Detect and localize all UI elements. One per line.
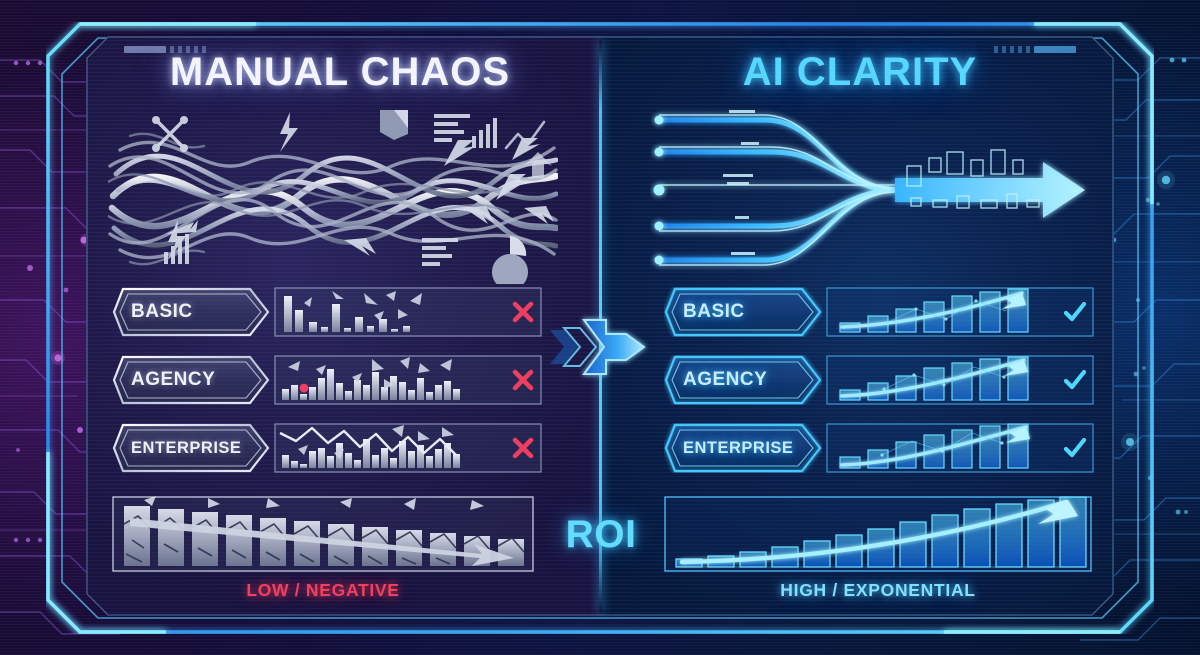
- chart-right-agency: [826, 355, 1094, 405]
- hud-tick: [1026, 46, 1030, 53]
- chart-left-agency: [274, 355, 542, 405]
- tier-label: AGENCY: [131, 369, 216, 390]
- tier-badge-right-enterprise[interactable]: ENTERPRISE: [664, 423, 822, 473]
- roi-caption-right: HIGH / EXPONENTIAL: [780, 580, 976, 600]
- hud-tick: [994, 46, 998, 53]
- roi-chart-left: [112, 496, 534, 572]
- tier-badge-left-agency[interactable]: AGENCY: [112, 355, 270, 405]
- chart-right-enterprise: [826, 423, 1094, 473]
- tier-label: ENTERPRISE: [683, 438, 794, 457]
- check-icon: [1062, 299, 1088, 325]
- tier-badge-right-basic[interactable]: BASIC: [664, 287, 822, 337]
- chart-left-basic: [274, 287, 542, 337]
- hud-tick: [1018, 46, 1022, 53]
- cross-icon: [510, 367, 536, 393]
- hud-tick: [202, 46, 206, 53]
- hud-tick: [194, 46, 198, 53]
- hud-frame: [46, 22, 1154, 634]
- cross-icon: [510, 299, 536, 325]
- hud-tick: [1010, 46, 1014, 53]
- hud-tick: [170, 46, 174, 53]
- tier-row-right-agency[interactable]: AGENCY: [664, 354, 1094, 406]
- roi-caption-left: LOW / NEGATIVE: [246, 580, 400, 600]
- tier-badge-right-agency[interactable]: AGENCY: [664, 355, 822, 405]
- tier-badge-left-enterprise[interactable]: ENTERPRISE: [112, 423, 270, 473]
- double-chevron-right-icon: [548, 312, 653, 382]
- tier-label: BASIC: [131, 301, 193, 322]
- tier-label: AGENCY: [683, 369, 768, 390]
- chart-right-basic: [826, 287, 1094, 337]
- tangled-wires-icon: [108, 104, 558, 284]
- tier-label: BASIC: [683, 301, 745, 322]
- hud-tick: [1002, 46, 1006, 53]
- hud-indicator-left: [124, 46, 206, 53]
- converging-streams-icon: [645, 104, 1090, 284]
- hud-bar: [124, 46, 166, 53]
- hud-tick: [186, 46, 190, 53]
- tier-row-right-enterprise[interactable]: ENTERPRISE: [664, 422, 1094, 474]
- tier-row-left-enterprise[interactable]: ENTERPRISE: [112, 422, 542, 474]
- hud-bar: [1034, 46, 1076, 53]
- chart-left-enterprise: [274, 423, 542, 473]
- check-icon: [1062, 435, 1088, 461]
- roi-label: ROI: [565, 513, 637, 556]
- hud-indicator-right: [994, 46, 1076, 53]
- tier-row-left-agency[interactable]: AGENCY: [112, 354, 542, 406]
- tier-label: ENTERPRISE: [131, 438, 242, 457]
- page-title-left: MANUAL CHAOS: [169, 50, 511, 94]
- tier-row-right-basic[interactable]: BASIC: [664, 286, 1094, 338]
- cross-icon: [510, 435, 536, 461]
- hud-tick: [178, 46, 182, 53]
- page-title-right: AI CLARITY: [742, 50, 978, 94]
- tier-badge-left-basic[interactable]: BASIC: [112, 287, 270, 337]
- check-icon: [1062, 367, 1088, 393]
- roi-chart-right: [664, 496, 1092, 572]
- tier-row-left-basic[interactable]: BASIC: [112, 286, 542, 338]
